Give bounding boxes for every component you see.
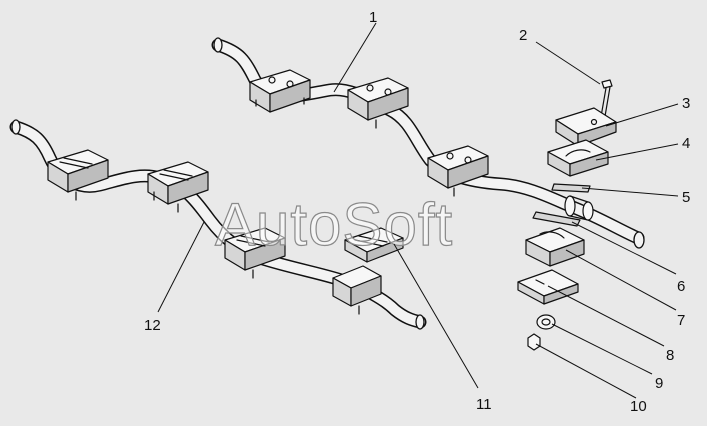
callout-4: 4	[682, 135, 690, 152]
lower-mount-block-1	[47, 149, 109, 201]
lower-mount-block-4	[332, 265, 382, 315]
washer-part-9	[536, 314, 556, 330]
callout-3: 3	[682, 95, 690, 112]
callout-1: 1	[369, 9, 377, 26]
bracket-lower-part-8	[517, 269, 579, 305]
callout-8: 8	[666, 347, 674, 364]
bushing-lower-part-7	[525, 227, 585, 267]
callout-6: 6	[677, 278, 685, 295]
strip-part-6	[532, 211, 581, 227]
callout-2: 2	[519, 27, 527, 44]
callout-labels: 1 2 3 4 5 6 7 8 9 10 11 12	[144, 9, 690, 415]
clamp-cap-part-11	[344, 227, 404, 263]
lower-mount-block-3	[224, 227, 286, 279]
callout-10: 10	[630, 398, 647, 415]
nut-part-10	[527, 333, 541, 351]
watermark-text: AutoSoft	[215, 191, 453, 258]
upper-mount-block-2	[347, 77, 409, 129]
callout-9: 9	[655, 375, 663, 392]
leader-lines	[157, 22, 679, 399]
clamp-bracket-part-3	[555, 107, 617, 147]
strip-part-5	[551, 183, 591, 193]
callout-11: 11	[476, 396, 492, 413]
upper-mount-block-1	[249, 69, 311, 113]
lower-mount-block-2	[147, 161, 209, 213]
callout-5: 5	[682, 189, 690, 206]
sleeve-on-bar	[564, 195, 594, 221]
callout-12: 12	[144, 317, 161, 334]
callout-7: 7	[677, 312, 685, 329]
bushing-upper-part-4	[547, 139, 609, 177]
upper-mount-block-3	[427, 145, 489, 197]
